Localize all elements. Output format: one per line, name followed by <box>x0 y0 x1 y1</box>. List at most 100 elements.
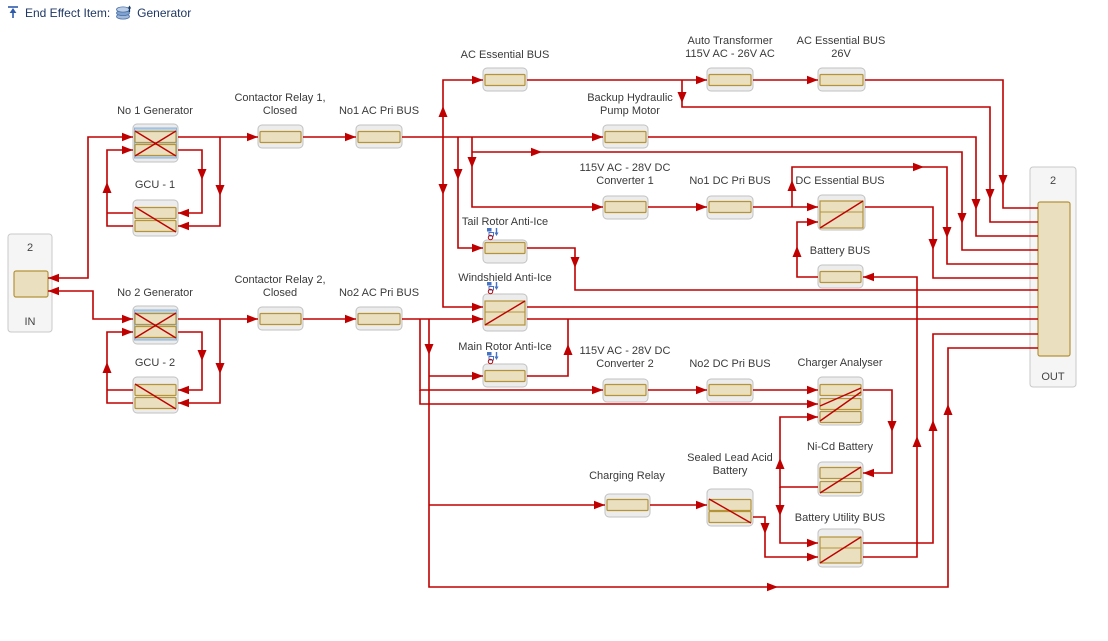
connector-line <box>178 331 203 391</box>
end-effect-item-name: Generator <box>137 5 192 20</box>
arrowhead <box>472 302 483 312</box>
block-label: Windshield Anti-Ice <box>458 272 552 284</box>
terminal-count: 2 <box>27 242 33 254</box>
arrowhead <box>472 243 483 253</box>
arrowhead <box>913 162 924 172</box>
terminal-count: 2 <box>1050 175 1056 187</box>
arrowhead <box>424 344 434 355</box>
arrowhead <box>998 175 1008 186</box>
block-battery-utility-bus[interactable]: Battery Utility BUS <box>795 512 885 568</box>
block-label: Closed <box>263 287 297 299</box>
failure-mark <box>819 466 862 494</box>
block-battery-bus[interactable]: Battery BUS <box>810 245 871 289</box>
arrowhead <box>807 399 818 409</box>
arrowhead <box>775 458 785 469</box>
block-no1-generator[interactable]: No 1 Generator <box>117 105 193 163</box>
arrowhead <box>531 147 542 157</box>
block-contactor-relay-2[interactable]: Contactor Relay 2,Closed <box>234 274 326 331</box>
arrowhead <box>957 213 967 224</box>
block-ac-essential-bus[interactable]: AC Essential BUS <box>461 49 550 92</box>
block-label: 115V AC - 28V DC <box>580 162 671 174</box>
block-label: AC Essential BUS <box>797 35 886 47</box>
block-label: Battery <box>713 465 748 477</box>
block-label: Contactor Relay 1, <box>234 92 325 104</box>
block-tail-rotor-anti-ice[interactable]: Tail Rotor Anti-Ice <box>462 216 548 264</box>
block-label: Main Rotor Anti-Ice <box>458 341 552 353</box>
block-label: GCU - 2 <box>135 357 175 369</box>
connector-line <box>779 416 818 488</box>
arrowhead <box>787 180 797 191</box>
block-contactor-relay-1[interactable]: Contactor Relay 1,Closed <box>234 92 326 149</box>
arrowhead <box>247 132 258 142</box>
failure-mark <box>484 300 526 326</box>
arrowhead <box>102 362 112 373</box>
block-label: Charger Analyser <box>798 357 883 369</box>
arrowhead <box>247 314 258 324</box>
arrowhead <box>971 199 981 210</box>
failure-mark <box>819 536 862 564</box>
arrowhead <box>197 350 207 361</box>
arrowhead <box>48 273 59 283</box>
block-label: Converter 2 <box>596 358 653 370</box>
connector-line <box>472 151 1038 251</box>
arrowhead <box>807 412 818 422</box>
block-label: Battery BUS <box>810 245 871 257</box>
failure-mark <box>134 383 177 410</box>
arrowhead <box>887 421 897 432</box>
arrowhead <box>178 221 189 231</box>
end-effect-arrow-icon[interactable] <box>6 5 20 20</box>
block-label: Tail Rotor Anti-Ice <box>462 216 548 228</box>
generator-item-icon <box>116 5 132 20</box>
block-no1-dc-pri-bus[interactable]: No1 DC Pri BUS <box>689 175 771 220</box>
block-label: No 1 Generator <box>117 105 193 117</box>
block-label: Closed <box>263 105 297 117</box>
connector-line <box>178 319 221 404</box>
arrowhead <box>345 132 356 142</box>
header-bar: End Effect Item: Generator <box>6 5 191 20</box>
arrowhead <box>122 327 133 337</box>
terminal-in[interactable]: 2IN <box>7 233 53 333</box>
block-ni-cd-battery[interactable]: Ni-Cd Battery <box>807 441 874 497</box>
arrowhead <box>696 385 707 395</box>
arrowhead <box>570 257 580 268</box>
connector-line <box>442 79 483 137</box>
arrowhead <box>453 169 463 180</box>
block-no2-ac-pri-bus[interactable]: No2 AC Pri BUS <box>339 287 419 331</box>
arrowhead <box>807 75 818 85</box>
block-gcu-1[interactable]: GCU - 1 <box>132 179 179 237</box>
block-no1-ac-pri-bus[interactable]: No1 AC Pri BUS <box>339 105 419 149</box>
arrowhead <box>122 314 133 324</box>
failure-mark <box>819 387 862 407</box>
arrowhead <box>472 75 483 85</box>
arrowhead <box>438 106 448 117</box>
arrowhead <box>122 132 133 142</box>
connector-line <box>753 516 818 558</box>
block-no2-dc-pri-bus[interactable]: No2 DC Pri BUS <box>689 358 771 403</box>
block-charging-relay[interactable]: Charging Relay <box>589 470 665 518</box>
block-no2-generator[interactable]: No 2 Generator <box>117 287 193 345</box>
block-label: Battery Utility BUS <box>795 512 885 524</box>
connector-line <box>863 276 918 558</box>
arrowhead <box>767 582 778 592</box>
block-label: No2 DC Pri BUS <box>689 358 770 370</box>
connector-line <box>865 206 1038 279</box>
arrowhead <box>696 202 707 212</box>
arrowhead <box>178 208 189 218</box>
arrowhead <box>472 314 483 324</box>
block-label: DC Essential BUS <box>795 175 884 187</box>
block-gcu-2[interactable]: GCU - 2 <box>132 357 179 414</box>
arrowhead <box>472 371 483 381</box>
failure-mark <box>708 498 752 524</box>
connector-line <box>106 331 133 404</box>
arrowhead <box>178 385 189 395</box>
arrowhead <box>943 404 953 415</box>
arrowhead <box>122 145 133 155</box>
